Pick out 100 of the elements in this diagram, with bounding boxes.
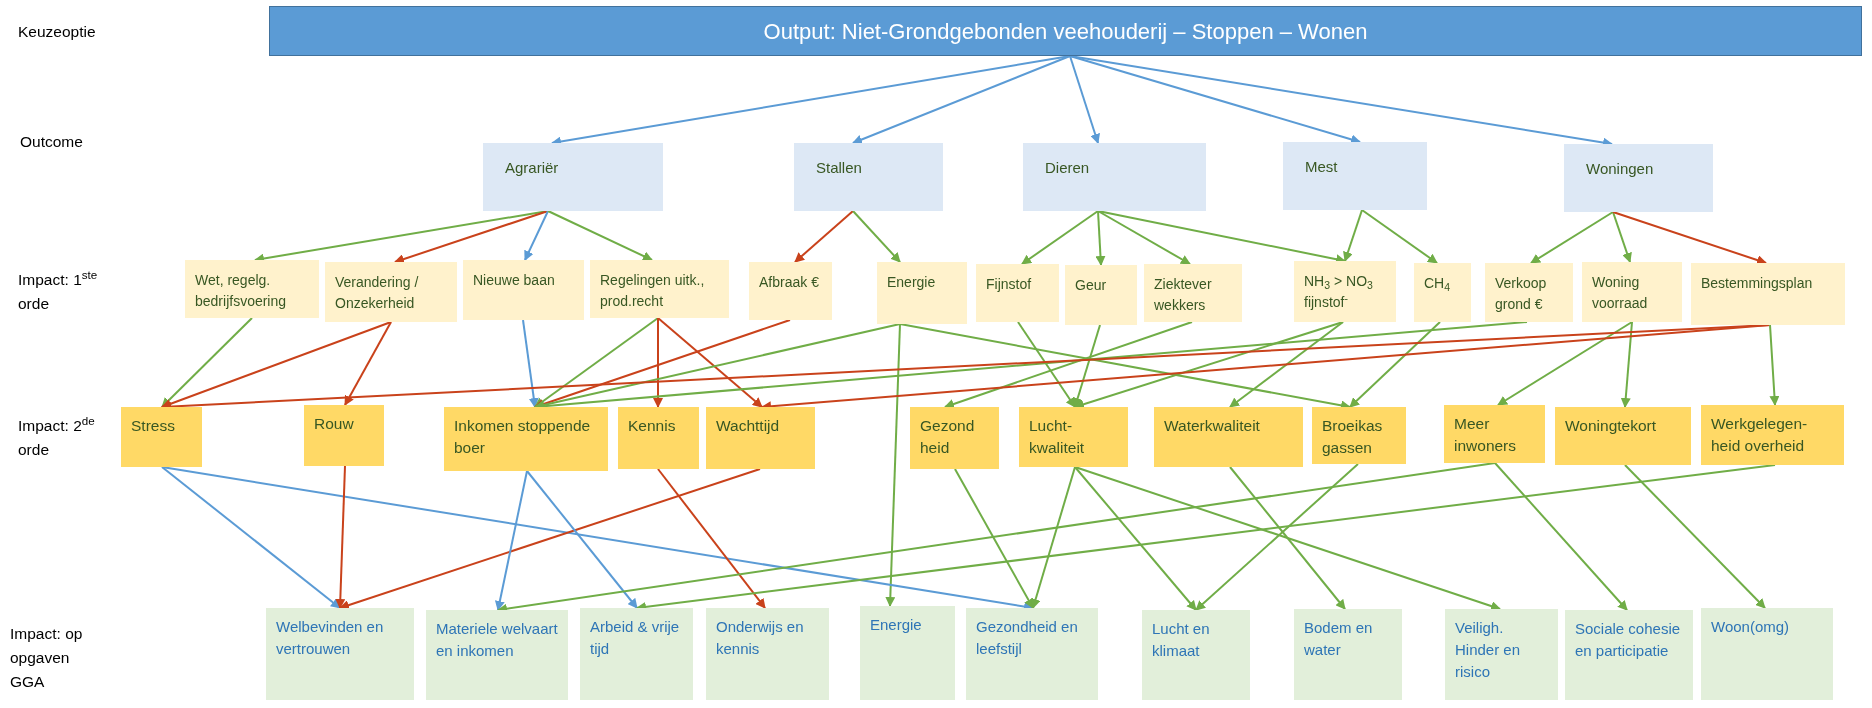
arrow	[335, 465, 346, 609]
box-label: Waterkwaliteit	[1164, 416, 1261, 436]
arrow	[794, 210, 854, 263]
arrow	[1620, 321, 1633, 408]
impact-box	[1691, 263, 1845, 325]
arrow	[1074, 321, 1344, 410]
impact-box	[1555, 407, 1691, 465]
arrow	[653, 317, 663, 408]
arrow	[1069, 55, 1100, 144]
arrow	[526, 470, 638, 609]
box-label: Bodem en water	[1304, 618, 1374, 660]
arrow	[657, 317, 763, 408]
box-label: Gezondheid en leefstijl	[976, 617, 1079, 659]
impact-box	[1444, 405, 1545, 463]
arrow	[339, 468, 761, 610]
arrow	[1072, 324, 1101, 408]
impact-box	[1294, 261, 1396, 322]
arrow	[524, 210, 549, 261]
arrow	[1074, 466, 1197, 611]
box-label: Energie	[887, 273, 937, 292]
arrow	[954, 468, 1034, 609]
arrow	[161, 317, 253, 408]
impact-box	[1414, 263, 1471, 322]
arrow	[657, 468, 766, 609]
goal-box	[1565, 610, 1693, 700]
arrow	[1030, 466, 1076, 609]
output-banner	[269, 6, 1862, 56]
impact-box	[325, 262, 457, 322]
impact-box	[1312, 407, 1406, 464]
box-label: Mest	[1305, 157, 1339, 177]
goal-box	[1445, 609, 1558, 700]
impact-box	[185, 260, 319, 318]
arrow	[161, 321, 392, 409]
impact-box	[1065, 265, 1137, 325]
impact-box	[1582, 262, 1682, 322]
box-label: Fijnstof	[986, 275, 1033, 294]
outcome-box	[1564, 144, 1713, 212]
arrow	[534, 317, 659, 408]
box-label: Wachttijd	[716, 416, 781, 436]
box-label: Inkomen stoppende boer	[454, 416, 592, 458]
arrow	[522, 319, 539, 408]
impact-box	[1019, 407, 1128, 467]
box-label: Verandering / Onzekerheid	[335, 273, 420, 313]
goal-box	[1294, 609, 1402, 700]
box-label: Lucht en klimaat	[1152, 619, 1211, 661]
arrow	[1612, 211, 1632, 263]
arrow	[885, 323, 901, 607]
box-label: Verkoop grond €	[1495, 274, 1548, 314]
arrow	[852, 210, 901, 263]
arrow	[394, 210, 549, 264]
impact-box	[1154, 407, 1303, 467]
box-label: Kennis	[628, 416, 677, 436]
box-label: Nieuwe baan	[473, 271, 556, 290]
box-label: Energie	[870, 615, 923, 635]
arrow	[1069, 55, 1361, 145]
arrow	[1195, 463, 1359, 611]
arrow	[1017, 321, 1076, 408]
row-label: Impact: op opgaven GGA	[10, 624, 84, 692]
box-label: Stallen	[816, 158, 863, 178]
box-label: Onderwijs en kennis	[716, 617, 805, 659]
goal-box	[1701, 608, 1833, 700]
arrow	[1229, 466, 1346, 610]
arrow	[494, 470, 528, 611]
box-label: Regelingen uitk., prod.recht	[600, 271, 706, 311]
goal-box	[706, 608, 829, 700]
impact-box	[706, 407, 815, 469]
box-label: Geur	[1075, 276, 1108, 295]
arrow	[1769, 324, 1780, 406]
arrow	[1229, 321, 1344, 408]
row-label: Impact: 2$^{de}$ orde	[18, 414, 96, 460]
box-label: Agrariër	[505, 158, 560, 178]
box-label: NH$_{3}$ > NO$_{3}$ fijnstof$^{-}$	[1304, 272, 1374, 312]
box-label: Meer inwoners	[1454, 414, 1518, 456]
impact-box	[1144, 264, 1242, 322]
goal-box	[860, 606, 955, 700]
goal-box	[1142, 610, 1250, 700]
outcome-box	[1023, 143, 1206, 211]
arrow	[1530, 211, 1614, 264]
impact-box	[976, 264, 1059, 322]
box-label: Ziektever wekkers	[1154, 275, 1213, 315]
box-label: Arbeid & vrije tijd	[590, 617, 681, 659]
arrow	[1497, 321, 1633, 406]
arrow	[161, 466, 341, 609]
box-label: Veiligh. Hinder en risico	[1455, 618, 1522, 682]
impact-box	[910, 407, 999, 469]
box-label: Materiele welvaart en inkomen	[436, 619, 558, 661]
box-label: Output: Niet-Grondgebonden veehouderij – Stoppen – Wonen	[763, 17, 1368, 46]
impact-box	[304, 405, 384, 466]
impact-box	[1701, 405, 1844, 465]
box-label: Werkgelegen-heid overheid	[1711, 414, 1809, 456]
impact-box	[618, 407, 699, 469]
goal-box	[966, 608, 1098, 700]
goal-box	[426, 610, 568, 700]
box-label: Woningtekort	[1565, 416, 1658, 436]
box-label: Gezond heid	[920, 416, 976, 458]
box-label: Woon(omg)	[1711, 617, 1791, 637]
box-label: Afbraak €	[759, 273, 820, 292]
box-label: Welbevinden en vertrouwen	[276, 617, 385, 659]
outcome-box	[1283, 142, 1427, 210]
box-label: Wet, regelg. bedrijfsvoering	[195, 271, 288, 311]
